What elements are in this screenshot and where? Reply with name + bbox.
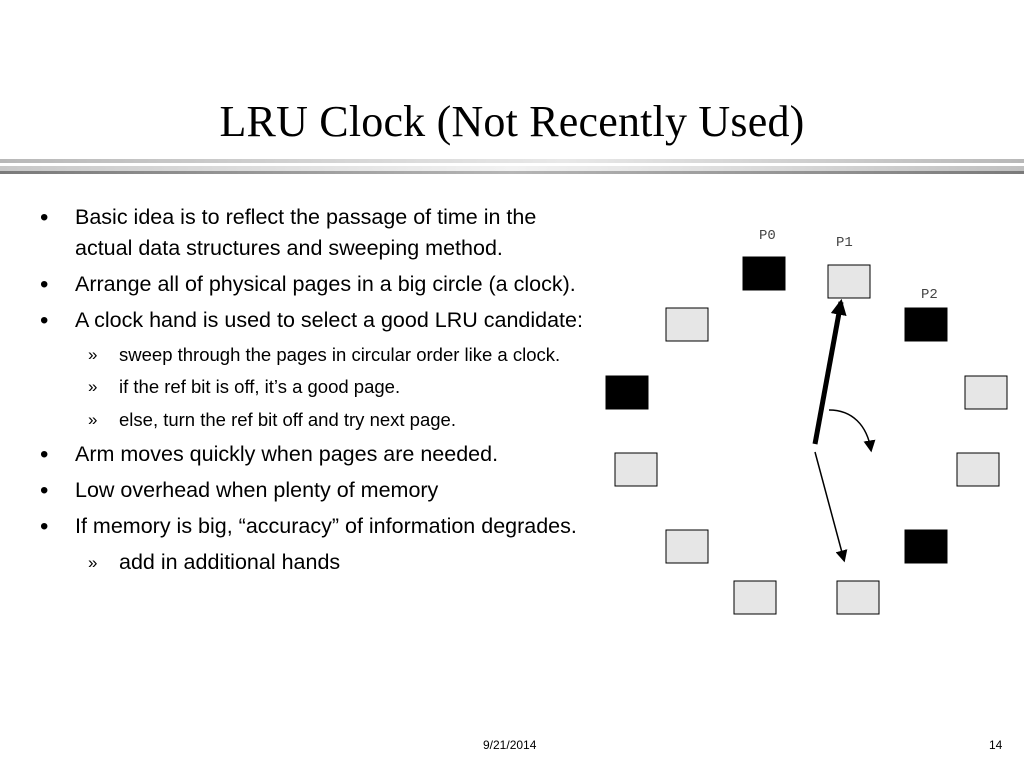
slide-title: LRU Clock (Not Recently Used) xyxy=(219,97,805,146)
bullet-dot-icon: • xyxy=(40,477,49,504)
page-label-p0: P0 xyxy=(759,228,776,244)
sub-bullet-text: sweep through the pages in circular orde… xyxy=(119,344,561,365)
page-frame-bottom-center-left xyxy=(733,580,777,615)
title-divider-top xyxy=(0,159,1024,163)
bullet-item: • Low overhead when plenty of memory xyxy=(0,475,595,506)
page-frame-top-left xyxy=(665,307,709,342)
title-divider-middle xyxy=(0,166,1024,171)
sub-bullet-item: » sweep through the pages in circular or… xyxy=(0,341,584,368)
bullet-text: Arm moves quickly when pages are needed. xyxy=(75,442,499,466)
page-frame-right-lower xyxy=(956,452,1000,487)
bullet-text: Basic idea is to reflect the passage of … xyxy=(75,205,537,260)
sub-bullet-text: add in additional hands xyxy=(119,550,341,574)
page-frame-left-lower xyxy=(614,452,658,487)
footer-page-number: 14 xyxy=(989,738,1003,752)
page-frame-p1 xyxy=(827,264,871,299)
bullet-dot-icon: • xyxy=(40,204,49,231)
page-frame-bottom-right xyxy=(904,529,948,564)
page-frames-group xyxy=(605,256,1008,615)
bullet-item: • Arrange all of physical pages in a big… xyxy=(0,269,595,300)
page-frame-p2 xyxy=(904,307,948,342)
title-divider-bottom xyxy=(0,171,1024,174)
title-divider-gap xyxy=(0,163,1024,166)
bullet-list: • Basic idea is to reflect the passage o… xyxy=(0,202,600,583)
second-hand-arrow xyxy=(814,451,848,563)
sub-bullet-text: if the ref bit is off, it’s a good page. xyxy=(119,376,401,397)
page-frame-bottom-center-right xyxy=(836,580,880,615)
page-frame-left-upper xyxy=(605,375,649,410)
bullet-dot-icon: • xyxy=(40,307,49,334)
page-label-p1: P1 xyxy=(836,235,853,251)
bullet-item: • Basic idea is to reflect the passage o… xyxy=(0,202,595,264)
bullet-dot-icon: • xyxy=(40,513,49,540)
page-frame-right-upper xyxy=(964,375,1008,410)
page-frame-p0 xyxy=(742,256,786,291)
chevron-double-right-icon: » xyxy=(88,377,98,396)
page-frame-bottom-left xyxy=(665,529,709,564)
sub-bullet-item: » add in additional hands xyxy=(0,547,584,578)
bullet-item: • A clock hand is used to select a good … xyxy=(0,305,595,336)
bullet-item: • If memory is big, “accuracy” of inform… xyxy=(0,511,595,542)
bullet-text: A clock hand is used to select a good LR… xyxy=(75,308,583,332)
bullet-text: If memory is big, “accuracy” of informat… xyxy=(75,514,577,538)
bullet-text: Arrange all of physical pages in a big c… xyxy=(75,272,576,296)
sub-bullet-text: else, turn the ref bit off and try next … xyxy=(119,409,456,430)
sweep-direction-arrow xyxy=(828,409,876,453)
bullet-dot-icon: • xyxy=(40,441,49,468)
page-label-p2: P2 xyxy=(921,287,938,303)
sub-bullet-item: » else, turn the ref bit off and try nex… xyxy=(0,406,584,434)
clock-hand xyxy=(812,298,847,445)
sub-bullet-item: » if the ref bit is off, it’s a good pag… xyxy=(0,373,584,401)
bullet-text: Low overhead when plenty of memory xyxy=(75,478,439,502)
bullet-item: • Arm moves quickly when pages are neede… xyxy=(0,439,595,470)
chevron-double-right-icon: » xyxy=(88,410,98,429)
chevron-double-right-icon: » xyxy=(88,553,98,572)
footer-date: 9/21/2014 xyxy=(483,738,537,752)
chevron-double-right-icon: » xyxy=(88,345,98,364)
bullet-dot-icon: • xyxy=(40,271,49,298)
